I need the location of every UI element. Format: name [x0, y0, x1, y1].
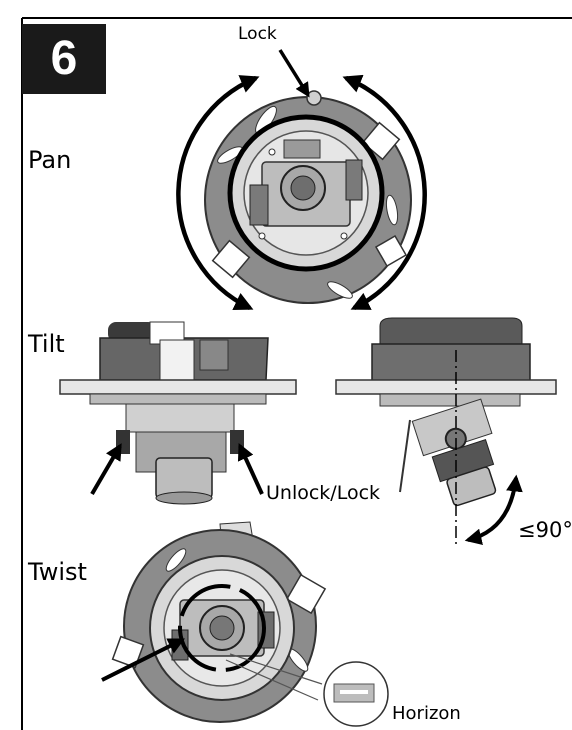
tilt-angle-label: ≤90° — [518, 518, 572, 542]
rotate-arrow-icon — [342, 74, 427, 311]
rotate-arrow-icon — [176, 75, 260, 311]
pointer-arrow-icon — [101, 638, 186, 682]
lock-label: Lock — [238, 24, 277, 44]
tilt-diagram-front — [59, 321, 297, 505]
step-number-badge: 6 — [22, 24, 106, 94]
rotate-arrow-icon — [178, 584, 266, 672]
horizon-label: Horizon — [392, 703, 461, 724]
pointer-arrow-icon — [90, 443, 122, 496]
pan-diagram — [176, 49, 427, 311]
pointer-arrow-icon — [278, 49, 310, 98]
curved-arrow-icon — [464, 474, 523, 546]
unlock-lock-label: Unlock/Lock — [266, 482, 381, 504]
pan-heading: Pan — [28, 146, 72, 174]
twist-heading: Twist — [28, 558, 87, 586]
pointer-arrow-icon — [237, 442, 264, 495]
twist-diagram — [101, 521, 389, 727]
tilt-heading: Tilt — [28, 330, 65, 358]
tilt-diagram-side — [335, 317, 557, 548]
